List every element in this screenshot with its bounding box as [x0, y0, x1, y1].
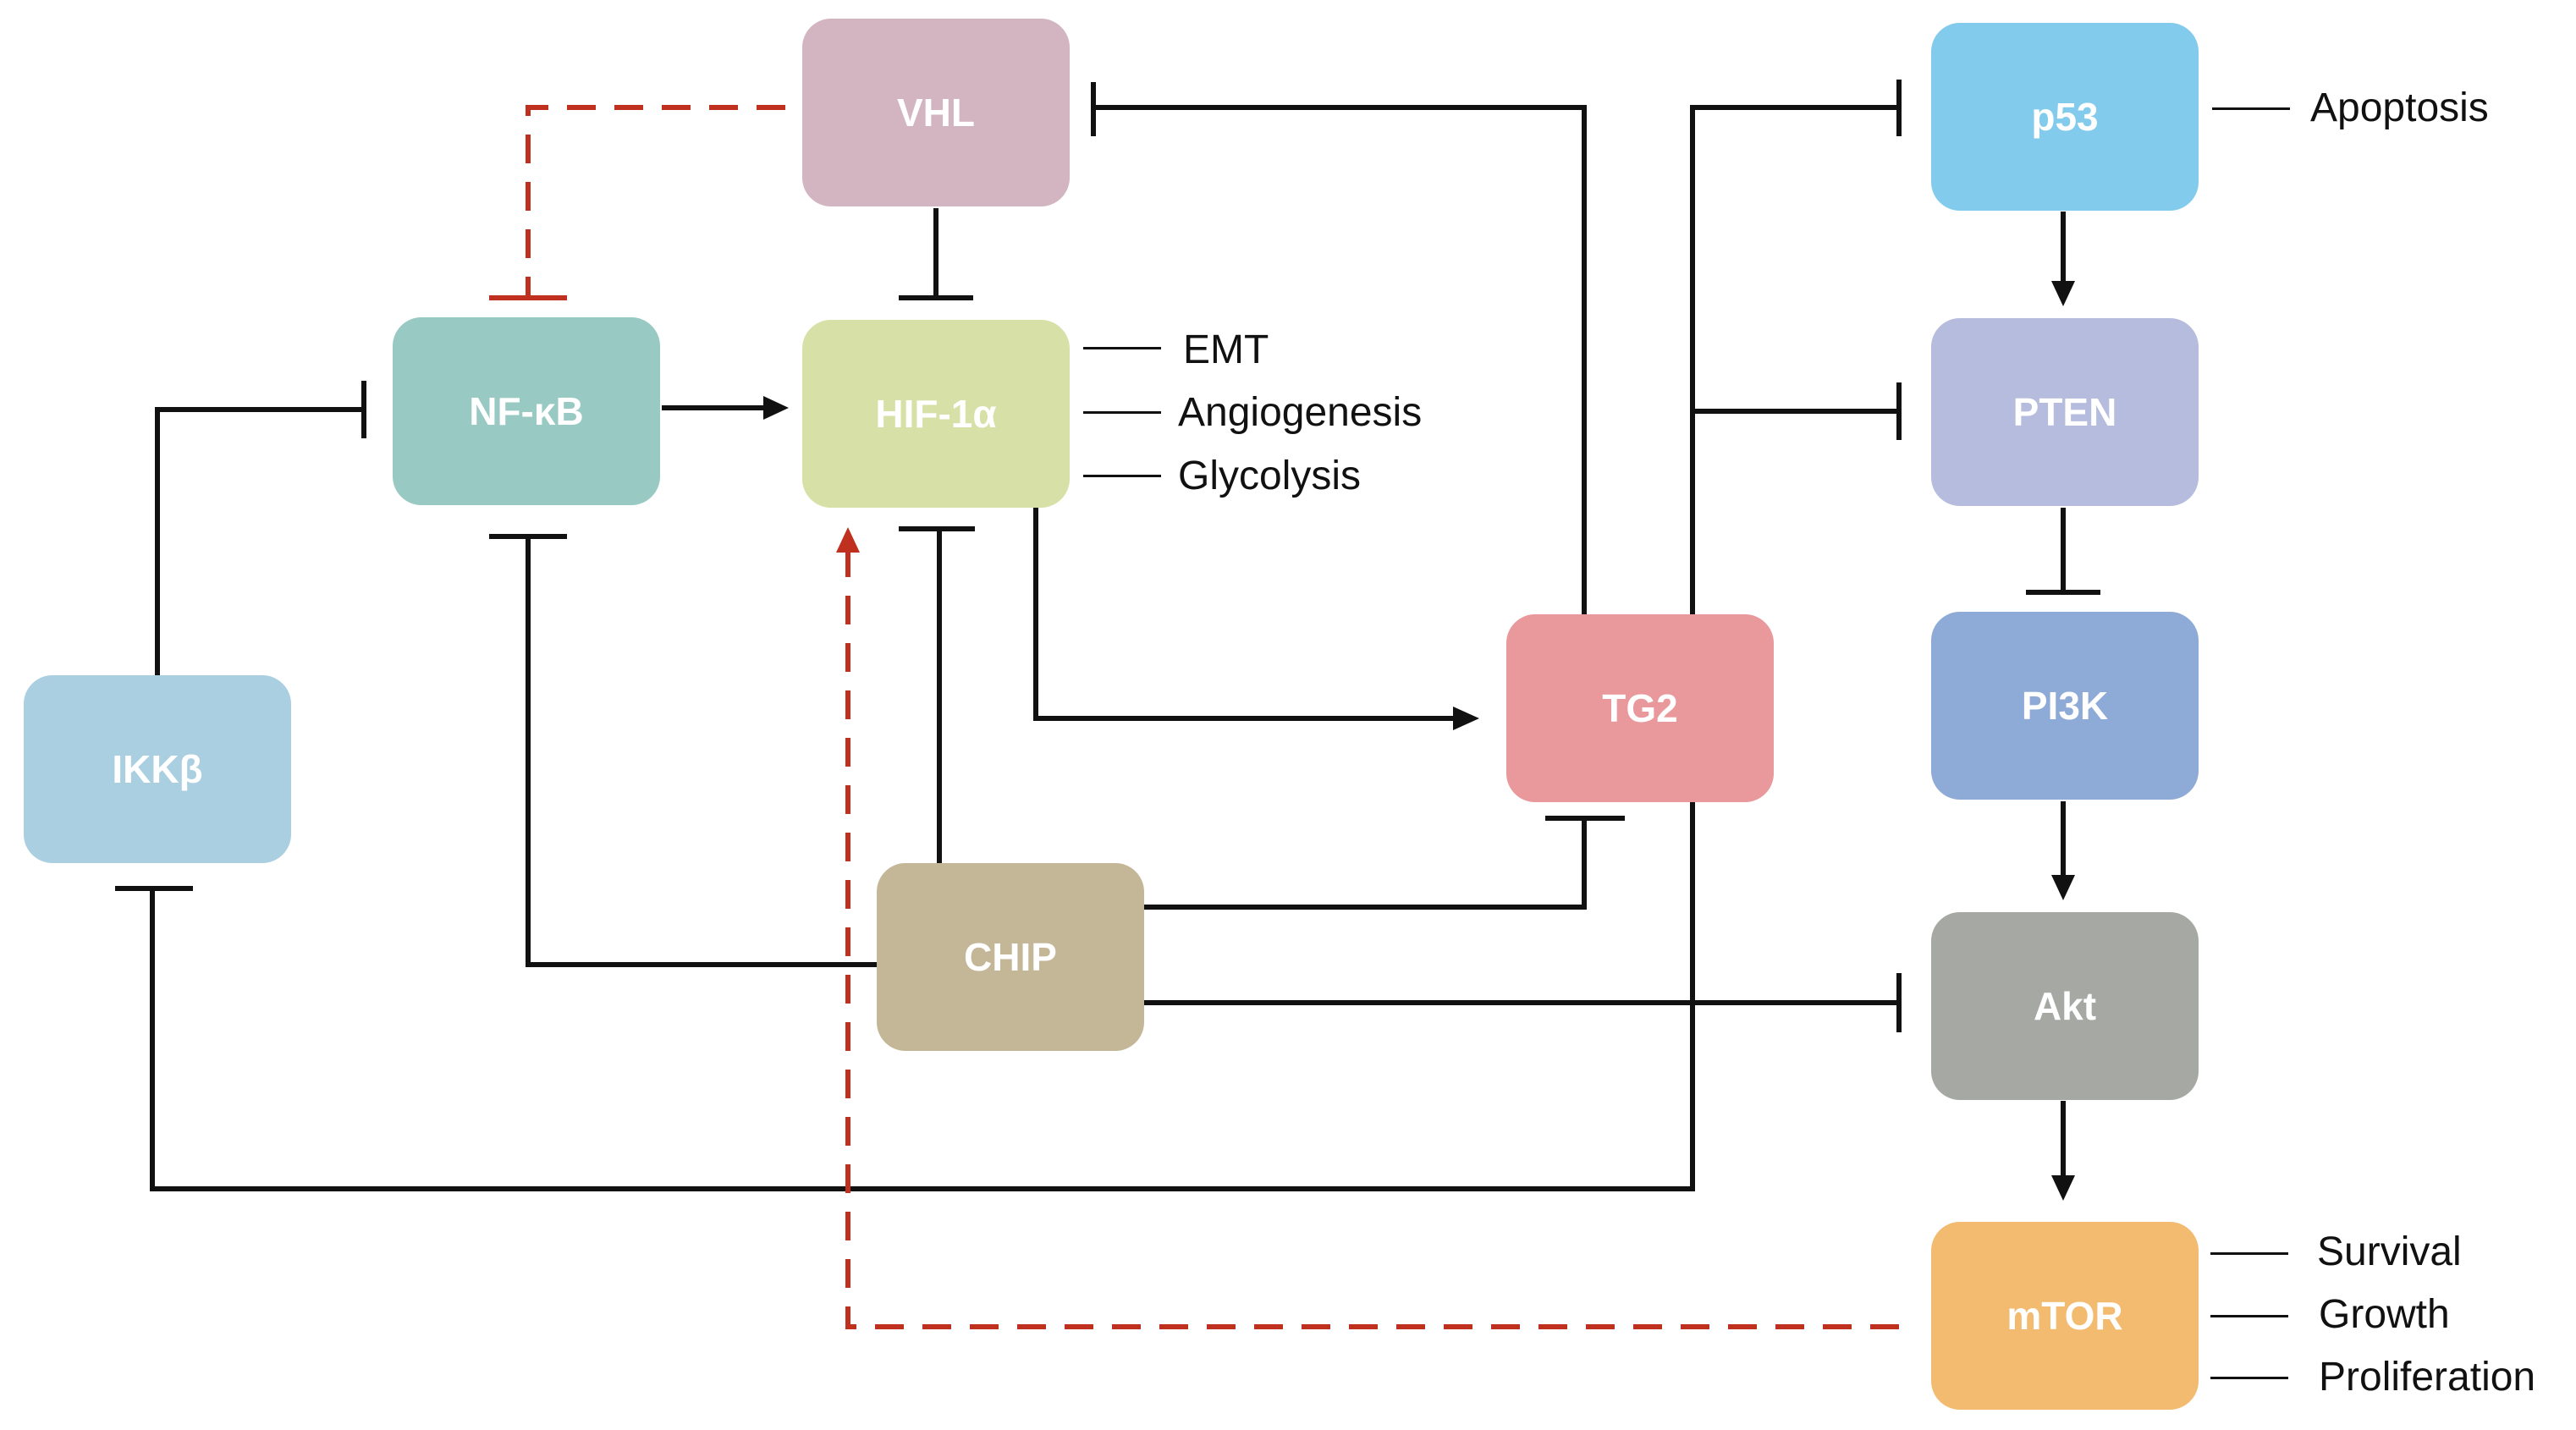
- node-hif1a-label: HIF-1α: [875, 392, 997, 436]
- tg2-inhibits-ikkb-line: [150, 802, 1695, 1191]
- akt-to-mtor-arrowhead: [2051, 1175, 2075, 1201]
- tg2-inhibits-vhl-line: [1093, 105, 1587, 614]
- hif1a-activates-tg2-line: [1033, 508, 1456, 721]
- nfkb-to-hif1a-arrowhead: [763, 396, 789, 420]
- node-nfkb-label: NF-κB: [469, 389, 584, 433]
- p53-to-pten-arrowhead: [2051, 281, 2075, 306]
- growth-tick: [2210, 1315, 2288, 1317]
- node-mtor: mTOR: [1931, 1222, 2199, 1410]
- outcome-survival: Survival: [2317, 1229, 2462, 1274]
- chip-inhibits-nfkb-line: [526, 536, 877, 967]
- node-p53: p53: [1931, 23, 2199, 211]
- node-chip-label: CHIP: [964, 935, 1057, 979]
- outcome-glycolysis: Glycolysis: [1178, 454, 1362, 498]
- outcome-apoptosis: Apoptosis: [2310, 85, 2489, 130]
- node-ikkb: IKKβ: [24, 675, 291, 863]
- node-pi3k: PI3K: [1931, 612, 2199, 800]
- hif1a-to-tg2-arrowhead: [1453, 707, 1479, 730]
- node-tg2-label: TG2: [1602, 686, 1678, 730]
- outcome-angiogenesis: Angiogenesis: [1178, 390, 1423, 435]
- node-pten-label: PTEN: [2012, 390, 2117, 434]
- node-vhl: VHL: [802, 19, 1070, 206]
- glycolysis-tick: [1083, 475, 1161, 477]
- mtor-activates-hif1a-dashed-line: [845, 550, 1899, 1329]
- node-hif1a: HIF-1α: [802, 320, 1070, 508]
- emt-tick: [1083, 347, 1161, 349]
- node-ikkb-label: IKKβ: [112, 747, 203, 791]
- node-pten: PTEN: [1931, 318, 2199, 506]
- node-tg2: TG2: [1506, 614, 1774, 802]
- apoptosis-tick: [2212, 107, 2290, 110]
- node-akt-label: Akt: [2033, 984, 2097, 1028]
- node-akt: Akt: [1931, 912, 2199, 1100]
- tg2-inhibits-p53-line: [1690, 105, 1899, 614]
- ikkb-inhibits-nfkb-line: [155, 407, 364, 675]
- vhl-inhibits-nfkb-dashed-line: [526, 105, 785, 298]
- node-mtor-label: mTOR: [2006, 1294, 2123, 1338]
- node-nfkb: NF-κB: [393, 317, 660, 505]
- angiogenesis-tick: [1083, 411, 1161, 414]
- outcome-growth: Growth: [2319, 1292, 2450, 1337]
- pi3k-to-akt-arrowhead: [2051, 875, 2075, 900]
- node-chip: CHIP: [877, 863, 1144, 1051]
- node-pi3k-label: PI3K: [2021, 684, 2109, 728]
- node-vhl-label: VHL: [897, 91, 975, 135]
- proliferation-tick: [2210, 1377, 2288, 1379]
- outcome-proliferation: Proliferation: [2319, 1355, 2536, 1400]
- outcome-emt: EMT: [1183, 327, 1269, 372]
- chip-inhibits-tg2-line: [1144, 818, 1587, 910]
- survival-tick: [2210, 1252, 2288, 1255]
- node-p53-label: p53: [2031, 95, 2099, 139]
- mtor-to-hif1a-arrowhead: [836, 527, 860, 553]
